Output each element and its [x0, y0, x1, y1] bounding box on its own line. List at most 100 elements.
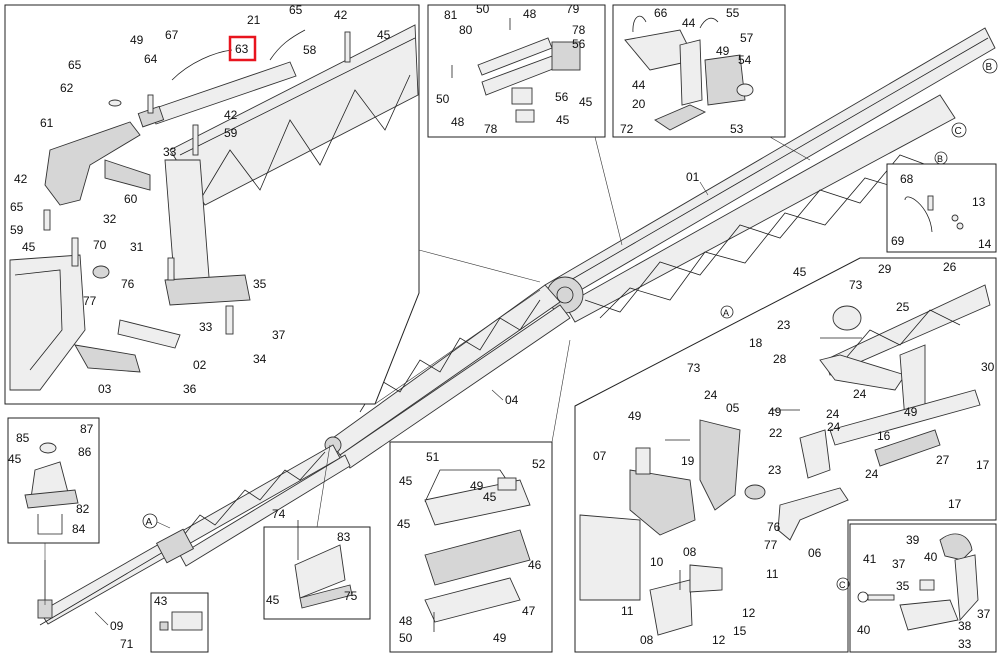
callout-44: 44	[682, 16, 696, 30]
callout-64: 64	[144, 52, 158, 66]
callout-17: 17	[948, 497, 962, 511]
callout-11: 11	[766, 567, 779, 581]
detail-rubber-profile	[150, 592, 209, 653]
callout-45: 45	[377, 28, 391, 42]
callout-20: 20	[632, 97, 646, 111]
callout-32: 32	[103, 212, 117, 226]
callout-59: 59	[224, 126, 238, 140]
callout-06: 06	[808, 546, 822, 560]
callout-35: 35	[253, 277, 267, 291]
callout-37: 37	[892, 557, 906, 571]
callout-71: 71	[120, 637, 134, 651]
callout-34: 34	[253, 352, 267, 366]
callout-46: 46	[528, 558, 542, 572]
callout-62: 62	[60, 81, 74, 95]
marker-a-boom-label: A	[146, 517, 153, 528]
marker-b-detail	[934, 151, 948, 165]
callout-24: 24	[853, 387, 867, 401]
callout-45: 45	[22, 240, 36, 254]
callout-main-04: 04	[505, 393, 519, 407]
callout-45: 45	[483, 490, 497, 504]
callout-08: 08	[640, 633, 654, 647]
detail-hose-bracket	[612, 4, 811, 161]
callout-18: 18	[749, 336, 763, 350]
callout-24: 24	[826, 407, 840, 421]
callout-76: 76	[767, 520, 781, 534]
callout-42: 42	[224, 108, 238, 122]
callout-74: 74	[272, 507, 286, 521]
detail-support-pads	[389, 339, 571, 653]
callout-48: 48	[451, 115, 465, 129]
callout-49: 49	[904, 405, 918, 419]
callout-33: 33	[163, 145, 177, 159]
highlight-box-63	[228, 35, 257, 62]
callout-86: 86	[78, 445, 92, 459]
main-boom-assembly	[37, 27, 996, 626]
detail-bracket-plates	[427, 4, 623, 246]
callout-30: 30	[981, 360, 995, 374]
callout-53: 53	[730, 122, 744, 136]
callout-42: 42	[14, 172, 28, 186]
callout-49: 49	[716, 44, 730, 58]
marker-c-detail	[836, 577, 850, 591]
callout-78: 78	[572, 23, 586, 37]
callout-10: 10	[650, 555, 664, 569]
callout-39: 39	[906, 533, 920, 547]
callout-52: 52	[532, 457, 546, 471]
callout-03: 03	[98, 382, 112, 396]
marker-a-detail-label: A	[723, 308, 729, 318]
callout-61: 61	[40, 116, 54, 130]
callout-60: 60	[124, 192, 138, 206]
callout-65: 65	[10, 200, 24, 214]
callout-68: 68	[900, 172, 914, 186]
callout-41: 41	[863, 552, 877, 566]
callout-12: 12	[742, 606, 756, 620]
callout-83: 83	[337, 530, 351, 544]
callout-50: 50	[436, 92, 450, 106]
callout-49: 49	[493, 631, 507, 645]
callout-72: 72	[620, 122, 634, 136]
callout-75: 75	[344, 589, 358, 603]
callout-24: 24	[865, 467, 879, 481]
callout-49: 49	[628, 409, 642, 423]
callout-73: 73	[849, 278, 863, 292]
callout-45: 45	[266, 593, 280, 607]
callout-50: 50	[399, 631, 413, 645]
callout-58: 58	[303, 43, 317, 57]
callout-31: 31	[130, 240, 144, 254]
callout-37: 37	[272, 328, 286, 342]
callout-45: 45	[8, 452, 22, 466]
callout-08: 08	[683, 545, 697, 559]
callout-12: 12	[712, 633, 726, 647]
callout-43: 43	[154, 594, 168, 608]
callout-56: 56	[572, 37, 586, 51]
callout-48: 48	[399, 614, 413, 628]
callout-49: 49	[130, 33, 144, 47]
callout-22: 22	[769, 426, 783, 440]
marker-b-boom	[982, 58, 998, 74]
callout-17: 17	[976, 458, 990, 472]
callout-85: 85	[16, 431, 30, 445]
callout-45: 45	[793, 265, 807, 279]
callout-25: 25	[896, 300, 910, 314]
callout-37: 37	[977, 607, 991, 621]
callout-35: 35	[896, 579, 910, 593]
callout-80: 80	[459, 23, 473, 37]
callout-69: 69	[891, 234, 905, 248]
marker-c-boom	[951, 122, 967, 138]
callout-55: 55	[726, 6, 740, 20]
callout-28: 28	[773, 352, 787, 366]
callout-33: 33	[958, 637, 972, 651]
callout-77: 77	[764, 538, 778, 552]
callout-87: 87	[80, 422, 94, 436]
callout-main-09: 09	[110, 619, 124, 633]
callout-47: 47	[522, 604, 536, 618]
callout-51: 51	[426, 450, 440, 464]
callout-13: 13	[972, 195, 986, 209]
callout-24: 24	[704, 388, 718, 402]
callout-67: 67	[165, 28, 179, 42]
callout-29: 29	[878, 262, 892, 276]
marker-c-detail-label: C	[839, 580, 846, 590]
callout-77: 77	[83, 294, 97, 308]
callout-33: 33	[199, 320, 213, 334]
